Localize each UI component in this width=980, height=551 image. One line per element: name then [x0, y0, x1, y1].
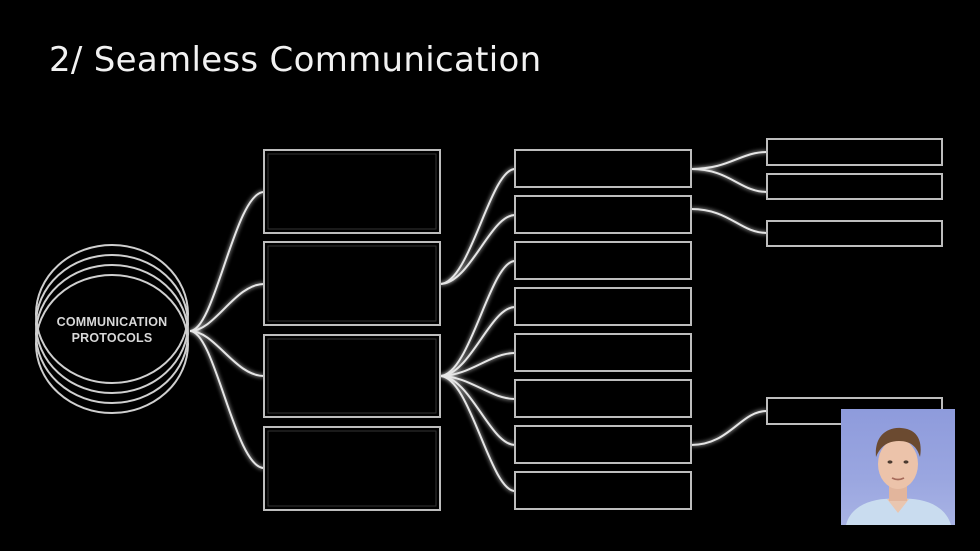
connectors-root-to-level1: [189, 191, 265, 469]
connectors-level1-to-level2: [439, 168, 516, 492]
root-label-line1: COMMUNICATION: [56, 315, 168, 329]
root-node-rings: [35, 244, 189, 414]
level3-boxes: [766, 138, 943, 425]
slide-title: 2/ Seamless Communication: [49, 40, 542, 80]
level1-boxes: [263, 149, 441, 511]
connectors-level2-to-level3: [690, 151, 768, 446]
presenter-avatar-icon: [846, 427, 951, 525]
presenter-webcam: [841, 409, 955, 525]
root-label-line2: PROTOCOLS: [71, 331, 153, 345]
root-node-label: COMMUNICATION PROTOCOLS: [42, 314, 182, 346]
level2-boxes: [514, 149, 692, 510]
